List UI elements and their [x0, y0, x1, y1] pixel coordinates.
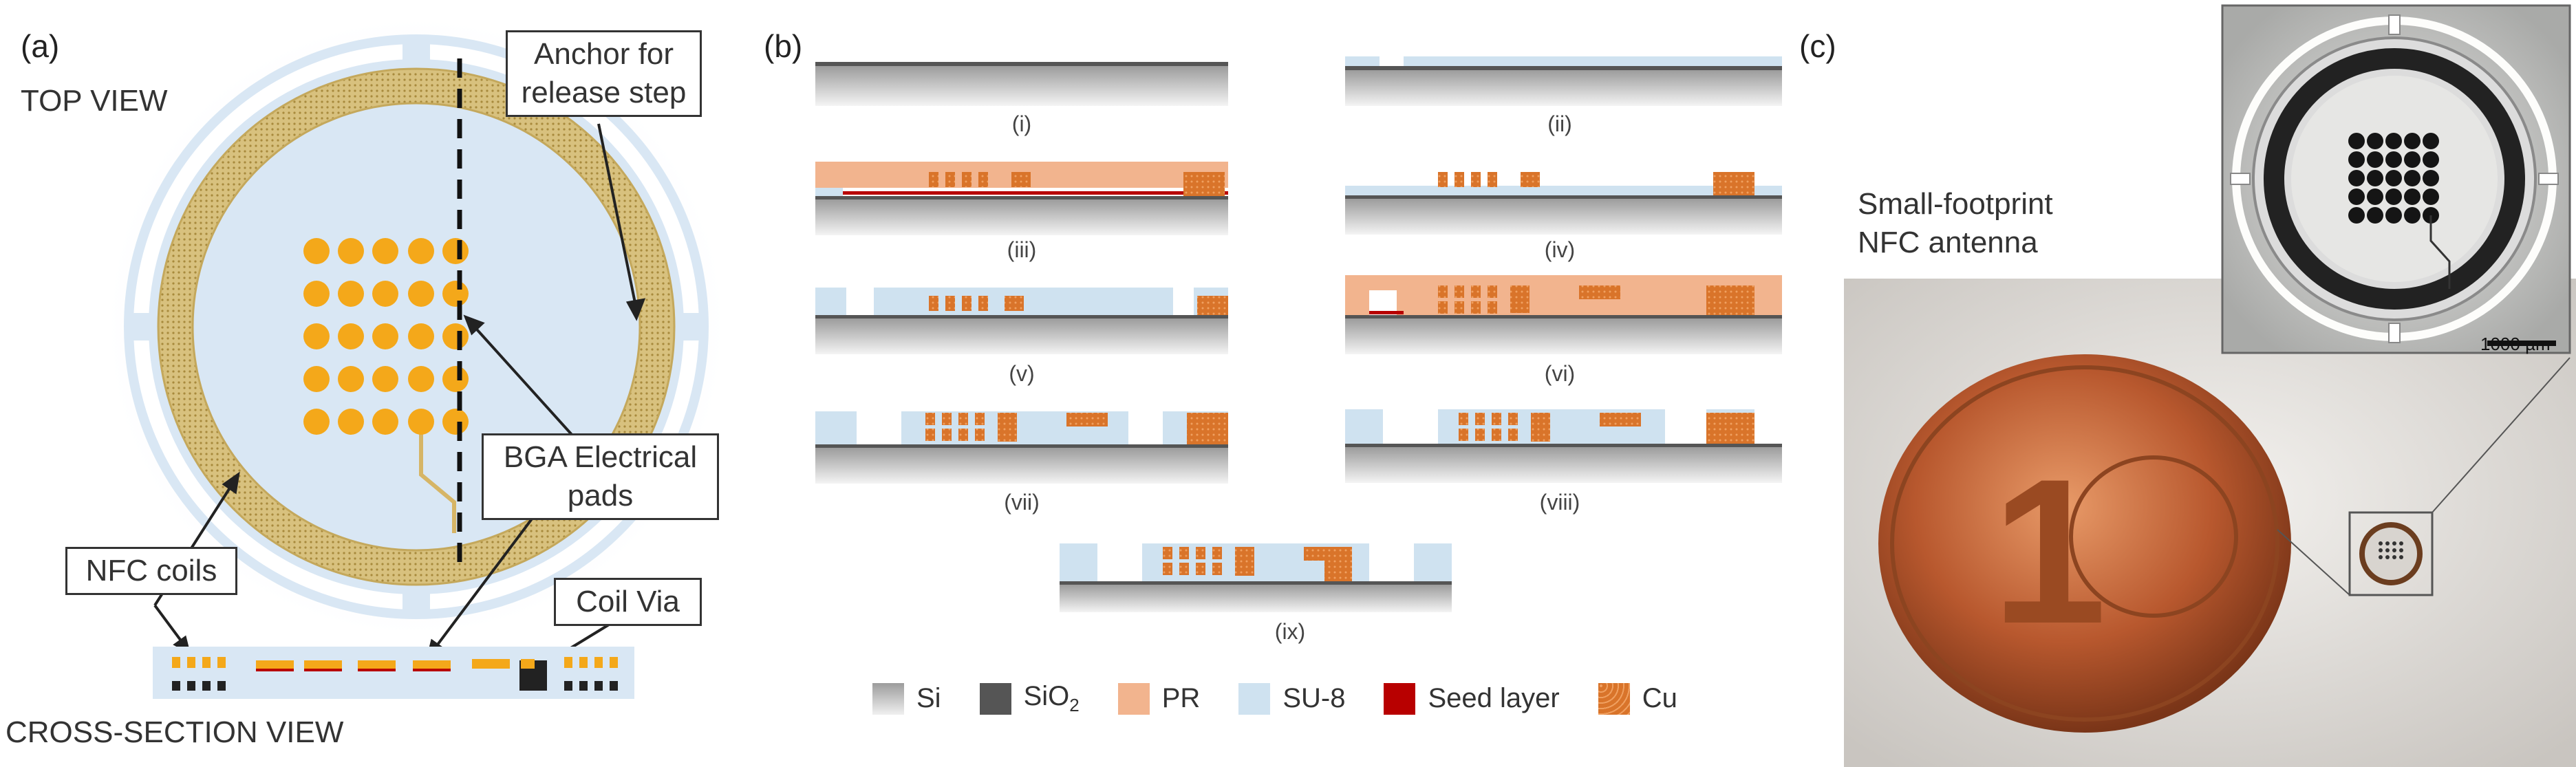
- coil-via-callout: Coil Via: [554, 578, 702, 626]
- legend-swatch-cu: [1598, 682, 1630, 715]
- legend-item-cu: Cu: [1598, 682, 1677, 715]
- legend-item-si: Si: [872, 682, 941, 715]
- step-i: [815, 62, 1228, 106]
- legend-swatch-seed-layer: [1384, 682, 1416, 715]
- legend-swatch-pr: [1117, 682, 1150, 715]
- panel-a-label: (a): [21, 28, 60, 64]
- legend-item-seed-layer: Seed layer: [1384, 682, 1560, 715]
- legend-swatch-su8: [1238, 682, 1271, 715]
- legend-swatch-sio2: [979, 682, 1011, 715]
- step-label-ix: (ix): [1274, 619, 1306, 644]
- legend-label-su8: SU-8: [1282, 683, 1346, 713]
- step-iv: [1345, 172, 1782, 235]
- legend-label-seed-layer: Seed layer: [1428, 683, 1560, 713]
- step-label-ii: (ii): [1547, 111, 1572, 136]
- step-iii: [815, 162, 1228, 235]
- step-vii: [815, 411, 1228, 484]
- step-label-vii: (vii): [1004, 490, 1040, 515]
- step-label-viii: (viii): [1539, 490, 1580, 515]
- process-flow-diagram: [815, 56, 1782, 612]
- nfc-coil: [158, 69, 674, 585]
- nfc-coils-callout: NFC coils: [65, 547, 237, 595]
- legend-label-pr: PR: [1161, 683, 1201, 713]
- top-view-label: TOP VIEW: [21, 84, 168, 118]
- scale-bar: [2487, 341, 2556, 346]
- panel-b-label: (b): [764, 28, 803, 64]
- step-viii: [1345, 409, 1782, 483]
- legend-swatch-si: [872, 682, 904, 715]
- legend-label-si: Si: [916, 683, 941, 713]
- caption-line-2: NFC antenna: [1858, 226, 2038, 259]
- cross-section-strip: [153, 647, 634, 699]
- anchor-callout: Anchor for release step: [506, 30, 702, 117]
- euro-cent-coin: [1878, 354, 2291, 733]
- nfc-coils-callout-text: NFC coils: [85, 554, 217, 587]
- step-label-vi: (vi): [1544, 361, 1576, 386]
- step-label-i: (i): [1011, 111, 1032, 136]
- step-label-v: (v): [1009, 361, 1035, 386]
- bga-callout-text: BGA Electrical pads: [503, 440, 698, 512]
- legend-item-sio2: SiO2: [979, 681, 1080, 716]
- caption-line-1: Small-footprint: [1858, 187, 2053, 221]
- panel-c-label: (c): [1799, 28, 1836, 64]
- photo-panel: 1: [1844, 4, 2576, 767]
- antenna-zoom-box: [2348, 511, 2434, 596]
- step-label-iv: (iv): [1544, 237, 1576, 262]
- legend-item-su8: SU-8: [1238, 682, 1346, 715]
- step-ii: [1345, 56, 1782, 106]
- step-v: [815, 288, 1228, 354]
- scale-bar-label: 1000 µm: [2480, 334, 2551, 354]
- step-vi: [1345, 275, 1782, 354]
- legend-label-sio2: SiO2: [1023, 681, 1080, 715]
- step-label-iii: (iii): [1007, 237, 1037, 262]
- bga-callout: BGA Electrical pads: [482, 433, 719, 520]
- legend-label-cu: Cu: [1642, 683, 1677, 713]
- svg-text:1: 1: [1992, 435, 2107, 667]
- legend-item-pr: PR: [1117, 682, 1201, 715]
- small-antenna: [2359, 522, 2423, 585]
- coil-via-callout-text: Coil Via: [576, 585, 680, 618]
- material-legend: Si SiO2 PR SU-8 Seed layer Cu: [872, 681, 1716, 716]
- step-ix: [1060, 543, 1452, 612]
- anchor-callout-text: Anchor for release step: [521, 37, 687, 109]
- inset-bga-pads: [2348, 133, 2439, 224]
- pad-trace: [419, 421, 456, 533]
- cross-section-label: CROSS-SECTION VIEW: [6, 715, 344, 749]
